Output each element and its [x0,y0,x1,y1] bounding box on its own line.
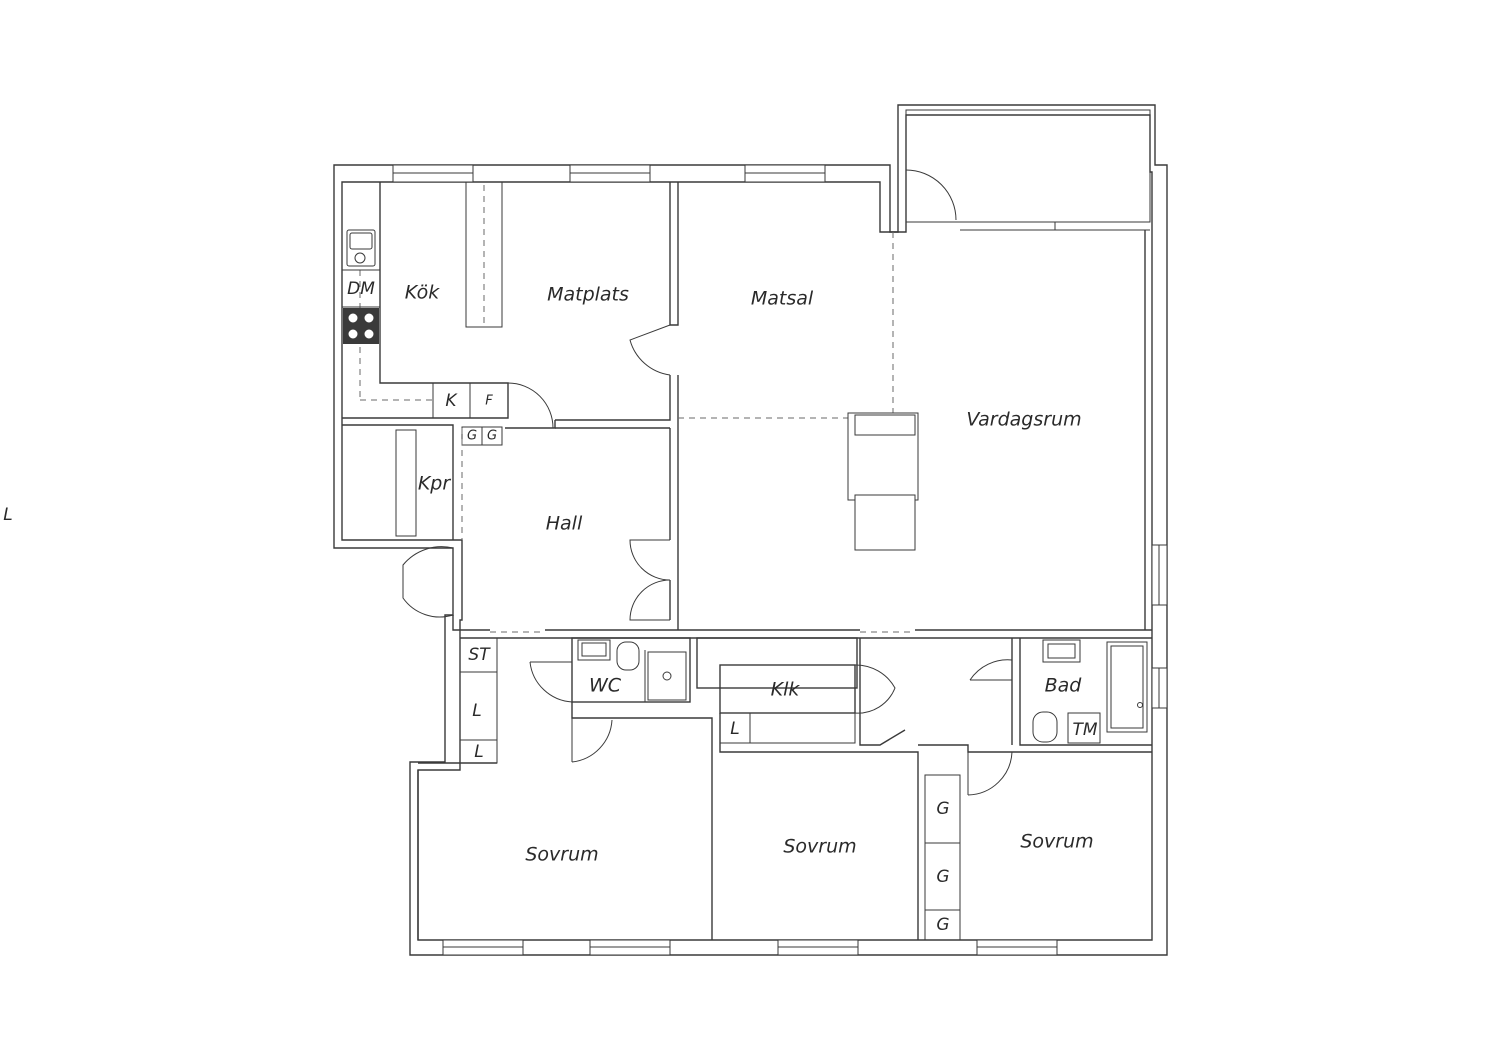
fixture-label-g-1: G [467,429,477,444]
stove-icon [343,308,379,344]
room-label-matplats: Matplats [547,284,629,306]
room-label-vardagsrum: Vardagsrum [966,409,1081,431]
fixture-label-l-2: L [474,742,483,762]
balcony [905,109,1151,231]
fixture-label-g-4: G [936,867,949,887]
room-label-klk: Klk [771,679,801,701]
fixture-label-st: ST [468,645,491,665]
interior-walls [342,181,1152,941]
windows [392,164,1168,956]
bath-fixtures [1032,639,1148,743]
margin-mark: L [3,505,12,525]
outer-walls [333,104,1168,956]
fixture-label-tm: TM [1072,720,1097,740]
room-label-kok: Kök [405,282,440,304]
open-boundaries [359,185,915,633]
fixture-label-g-5: G [936,915,949,935]
doors [402,324,1013,796]
room-label-wc: WC [589,675,622,697]
room-label-kpr: Kpr [418,473,452,495]
bad-toilet-icon [1032,711,1058,743]
room-label-sovrum-1: Sovrum [525,844,598,866]
fixture-labels: DM K F G G ST L L L TM G G G [347,279,1098,935]
fixture-label-k: K [445,391,458,411]
room-label-sovrum-2: Sovrum [783,836,856,858]
chimney-block [847,412,919,551]
room-labels: Kök Matplats Matsal Vardagsrum Hall Kpr … [405,282,1094,866]
fixture-label-l-klk: L [730,719,739,739]
room-label-bad: Bad [1045,675,1083,697]
room-label-matsal: Matsal [751,288,814,310]
room-label-sovrum-3: Sovrum [1020,831,1093,853]
toilet-icon [616,641,640,671]
fixture-label-g-2: G [487,429,497,444]
fixture-label-g-3: G [936,799,949,819]
kitchen-fixtures [342,229,380,344]
room-label-hall: Hall [546,513,583,535]
wc-fixtures [577,639,687,701]
fixture-label-dm: DM [347,279,375,299]
fixture-label-f: F [485,394,493,409]
fixture-label-l-1: L [472,701,481,721]
